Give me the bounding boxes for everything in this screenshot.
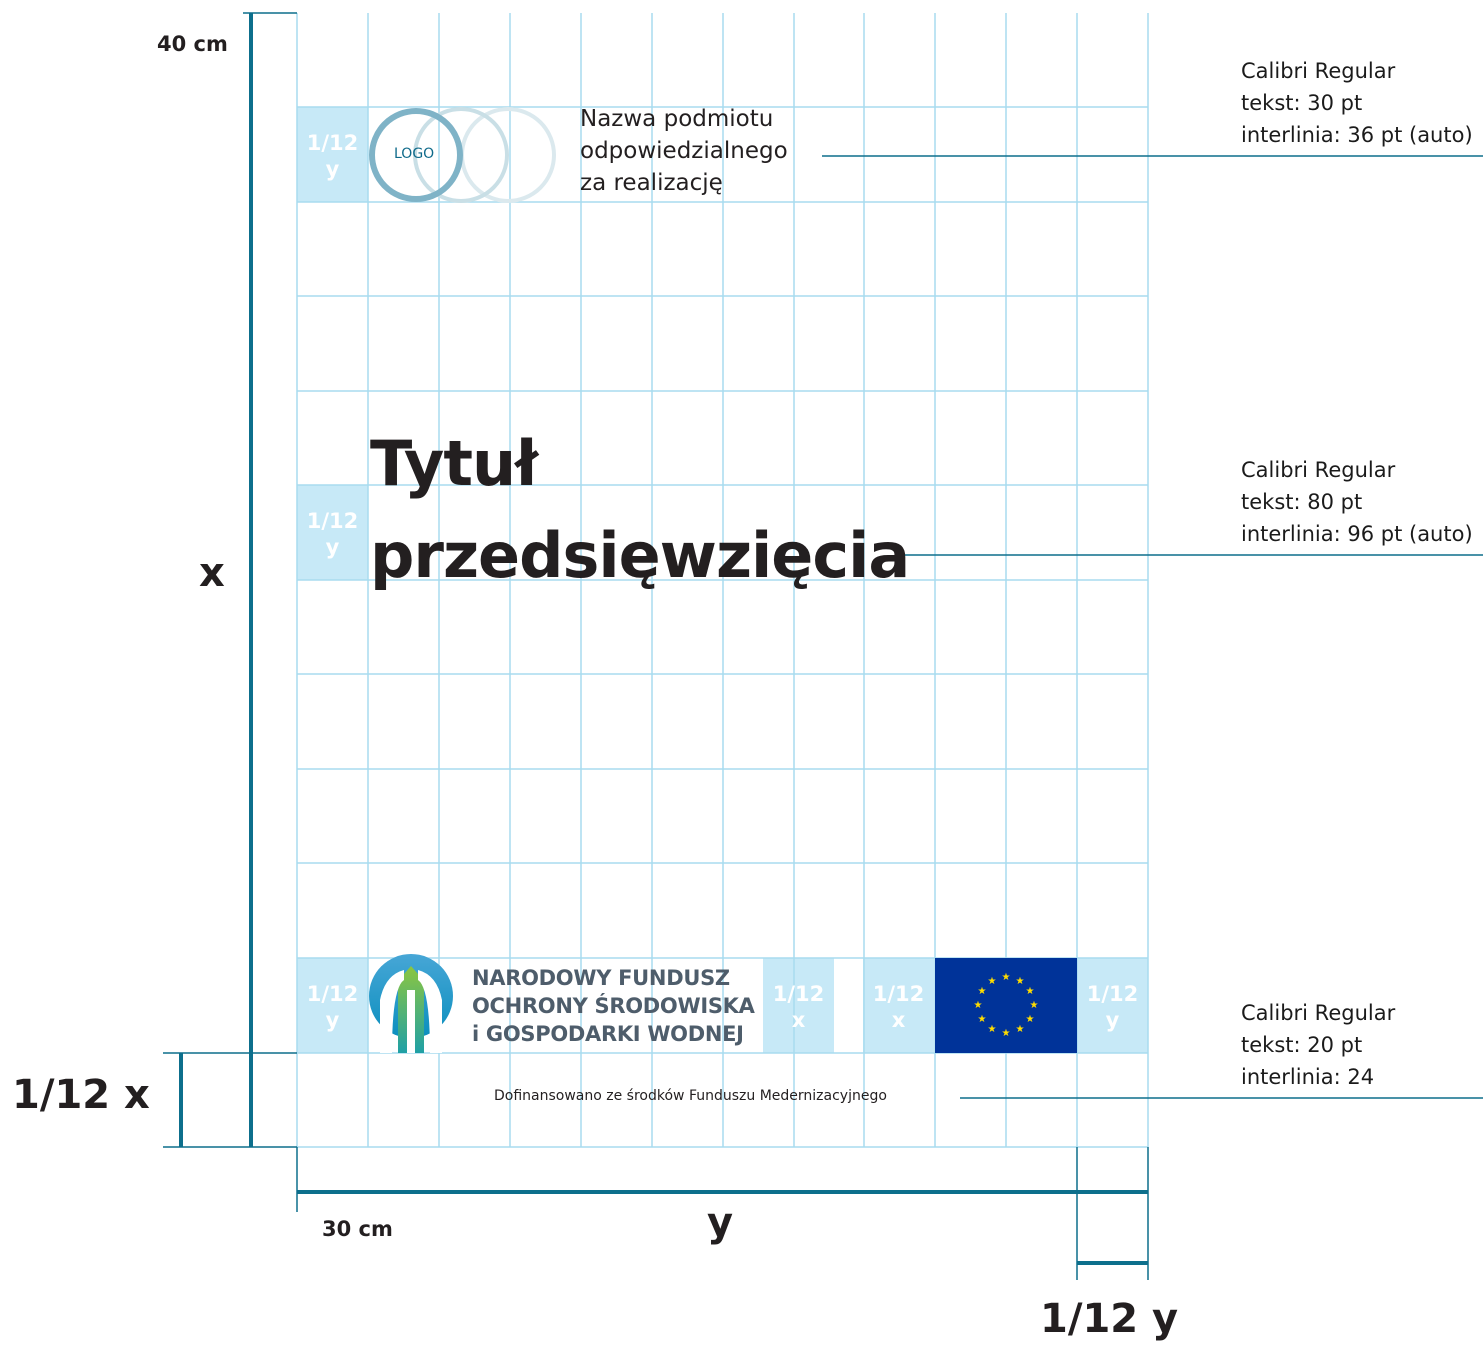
svg-text:★: ★: [1026, 1014, 1035, 1025]
svg-text:★: ★: [978, 1014, 987, 1025]
cell-label-axis: x: [891, 1008, 906, 1032]
fraction-y-label: 1/12 y: [1040, 1296, 1179, 1342]
cell-label-spacer-2: 1/12 x: [863, 981, 934, 1033]
svg-text:★: ★: [988, 976, 997, 987]
svg-text:★: ★: [1016, 976, 1025, 987]
cell-label-bottom-right: 1/12 y: [1077, 981, 1148, 1033]
margin-cell-bottom-right: [1077, 958, 1148, 1053]
cell-label-bottom-left: 1/12 y: [297, 981, 368, 1033]
logo-placeholder-label: LOGO: [394, 146, 435, 162]
funder-line: i GOSPODARKI WODNEJ: [472, 1022, 744, 1046]
cell-label-top-left: 1/12 y: [297, 130, 368, 182]
spec-title-text: Calibri Regular tekst: 80 pt interlinia:…: [1241, 454, 1473, 550]
entity-line: Nazwa podmiotu: [580, 106, 774, 132]
spec-size: tekst: 80 pt: [1241, 490, 1363, 514]
svg-text:★: ★: [974, 1000, 983, 1011]
cell-label-axis: y: [325, 535, 340, 559]
cell-label-fraction: 1/12: [306, 509, 359, 533]
spec-header-text: Calibri Regular tekst: 30 pt interlinia:…: [1241, 55, 1473, 151]
width-cm-label: 30 cm: [322, 1217, 393, 1241]
cell-label-axis: y: [325, 157, 340, 181]
cell-label-fraction: 1/12: [1086, 982, 1139, 1006]
cell-label-fraction: 1/12: [772, 982, 825, 1006]
cell-label-axis: y: [325, 1008, 340, 1032]
dimension-lines: [163, 12, 1149, 1280]
funder-line: NARODOWY FUNDUSZ: [472, 966, 730, 990]
spec-leading: interlinia: 96 pt (auto): [1241, 522, 1473, 546]
svg-text:★: ★: [1030, 1000, 1039, 1011]
margin-cell-bottom-left: [297, 958, 368, 1053]
svg-text:★: ★: [1002, 1028, 1011, 1039]
cell-label-fraction: 1/12: [872, 982, 925, 1006]
spec-leading: interlinia: 36 pt (auto): [1241, 123, 1473, 147]
svg-text:★: ★: [1002, 972, 1011, 983]
spec-size: tekst: 20 pt: [1241, 1033, 1363, 1057]
height-cm-label: 40 cm: [157, 32, 228, 56]
cell-label-fraction: 1/12: [306, 131, 359, 155]
cell-label-fraction: 1/12: [306, 982, 359, 1006]
height-x-label: x: [199, 550, 225, 596]
spacer-cell-1: [763, 958, 834, 1053]
title-line: Tytuł: [370, 427, 538, 500]
spec-font: Calibri Regular: [1241, 59, 1396, 83]
responsible-entity-name: Nazwa podmiotu odpowiedzialnego za reali…: [580, 103, 788, 199]
entity-line: za realizację: [580, 170, 723, 196]
funding-note: Dofinansowano ze środków Funduszu Medern…: [494, 1088, 887, 1104]
svg-text:★: ★: [978, 986, 987, 997]
svg-text:★: ★: [1016, 1024, 1025, 1035]
leader-lines: [822, 155, 1483, 1099]
spec-font: Calibri Regular: [1241, 1001, 1396, 1025]
spec-font: Calibri Regular: [1241, 458, 1396, 482]
margin-cell-top-left: [297, 107, 368, 202]
logo-placeholder-circles: [369, 107, 556, 203]
entity-line: odpowiedzialnego: [580, 138, 788, 164]
width-y-label: y: [707, 1200, 734, 1246]
eu-flag-icon: ★ ★ ★ ★ ★ ★ ★ ★ ★ ★ ★ ★: [935, 958, 1077, 1053]
cell-label-title: 1/12 y: [297, 508, 368, 560]
spec-footer-text: Calibri Regular tekst: 20 pt interlinia:…: [1241, 997, 1395, 1093]
spec-size: tekst: 30 pt: [1241, 91, 1363, 115]
cell-label-axis: y: [1105, 1008, 1120, 1032]
funder-name: NARODOWY FUNDUSZ OCHRONY ŚRODOWISKA i GO…: [472, 964, 755, 1048]
svg-text:★: ★: [1026, 986, 1035, 997]
spec-leading: interlinia: 24: [1241, 1065, 1375, 1089]
cell-label-axis: x: [791, 1008, 806, 1032]
project-title: Tytuł przedsięwzięcia: [370, 418, 910, 602]
margin-cell-title: [297, 485, 368, 580]
svg-text:★: ★: [988, 1024, 997, 1035]
spacer-cell-2: [863, 958, 934, 1053]
title-line: przedsięwzięcia: [370, 519, 910, 592]
nfosigw-emblem-icon: [369, 954, 453, 1053]
funder-line: OCHRONY ŚRODOWISKA: [472, 994, 755, 1018]
fraction-x-label: 1/12 x: [12, 1072, 150, 1118]
cell-label-spacer-1: 1/12 x: [763, 981, 834, 1033]
